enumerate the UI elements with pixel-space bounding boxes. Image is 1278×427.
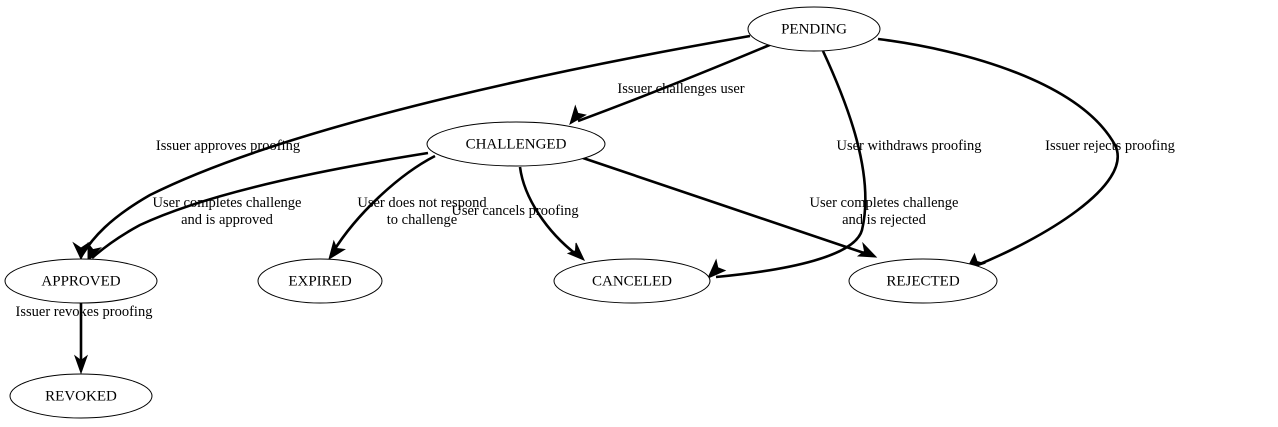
node-ellipse[interactable] bbox=[553, 258, 711, 304]
node-approved[interactable]: APPROVED bbox=[4, 258, 158, 304]
arrowhead-icon bbox=[569, 104, 587, 126]
edge-label-line: to challenge bbox=[387, 212, 457, 228]
node-label: EXPIRED bbox=[288, 273, 352, 289]
node-label: APPROVED bbox=[41, 273, 120, 289]
edge-line bbox=[577, 42, 773, 123]
edge-label-pending-approved: Issuer approves proofing bbox=[156, 138, 300, 154]
arrowhead-icon bbox=[87, 242, 102, 263]
edge-label-line: User withdraws proofing bbox=[837, 138, 982, 154]
node-challenged[interactable]: CHALLENGED bbox=[426, 121, 606, 167]
edge-challenged-canceled bbox=[518, 166, 586, 261]
node-ellipse[interactable] bbox=[848, 258, 998, 304]
node-canceled[interactable]: CANCELED bbox=[553, 258, 711, 304]
node-rejected[interactable]: REJECTED bbox=[848, 258, 998, 304]
edge-label-challenged-canceled: User cancels proofing bbox=[451, 203, 578, 219]
node-ellipse[interactable] bbox=[747, 6, 881, 52]
edge-pending-challenged bbox=[569, 42, 773, 126]
node-label: PENDING bbox=[781, 21, 847, 37]
node-revoked[interactable]: REVOKED bbox=[9, 373, 153, 419]
edge-label-line: Issuer approves proofing bbox=[156, 138, 300, 154]
arrowhead-icon bbox=[73, 354, 89, 375]
edge-line bbox=[518, 166, 578, 257]
edge-label-pending-rejected: Issuer rejects proofing bbox=[1045, 138, 1175, 154]
node-ellipse[interactable] bbox=[4, 258, 158, 304]
edge-line bbox=[79, 34, 751, 258]
arrowhead-icon bbox=[707, 258, 727, 279]
arrowhead-icon bbox=[566, 242, 586, 261]
edge-label-line: Issuer revokes proofing bbox=[16, 304, 153, 320]
node-expired[interactable]: EXPIRED bbox=[257, 258, 383, 304]
edge-label-approved-revoked: Issuer revokes proofing bbox=[16, 304, 153, 320]
edge-label-line: User does not respond bbox=[357, 195, 487, 211]
edge-pending-approved bbox=[72, 34, 751, 261]
node-label: REVOKED bbox=[45, 388, 117, 404]
node-ellipse[interactable] bbox=[426, 121, 606, 167]
edge-pending-rejected bbox=[877, 37, 1119, 270]
node-ellipse[interactable] bbox=[257, 258, 383, 304]
edge-label-line: User cancels proofing bbox=[451, 203, 578, 219]
edges-layer bbox=[72, 34, 1119, 375]
edge-approved-revoked bbox=[73, 303, 89, 375]
edge-label-line: User completes challenge bbox=[153, 195, 302, 211]
node-label: CHALLENGED bbox=[466, 136, 567, 152]
arrowhead-icon bbox=[72, 241, 90, 261]
edge-line bbox=[582, 156, 868, 256]
edge-label-line: Issuer rejects proofing bbox=[1045, 138, 1175, 154]
edge-label-pending-canceled: User withdraws proofing bbox=[837, 138, 982, 154]
edge-pending-canceled bbox=[707, 50, 867, 279]
node-pending[interactable]: PENDING bbox=[747, 6, 881, 52]
nodes-layer: PENDING CHALLENGED APPROVED EXPIRED CANCELED… bbox=[4, 6, 998, 419]
node-ellipse[interactable] bbox=[9, 373, 153, 419]
edge-label-line: and is rejected bbox=[842, 212, 926, 228]
edge-challenged-approved bbox=[87, 151, 429, 263]
edge-challenged-rejected bbox=[582, 156, 878, 258]
edge-line bbox=[91, 151, 429, 259]
node-label: REJECTED bbox=[886, 273, 959, 289]
edge-label-line: User completes challenge bbox=[810, 195, 959, 211]
edge-label-line: Issuer challenges user bbox=[617, 81, 744, 97]
edge-line bbox=[331, 154, 436, 253]
arrowhead-icon bbox=[328, 239, 346, 261]
edge-label-line: and is approved bbox=[181, 212, 274, 228]
edge-labels-layer: Issuer approves proofing Issuer challenge… bbox=[16, 81, 1175, 320]
arrowhead-icon bbox=[856, 241, 878, 258]
edge-line bbox=[877, 37, 1119, 268]
edge-challenged-expired bbox=[328, 154, 436, 261]
node-label: CANCELED bbox=[592, 273, 672, 289]
edge-label-pending-challenged: Issuer challenges user bbox=[617, 81, 744, 97]
edge-line bbox=[715, 50, 867, 279]
